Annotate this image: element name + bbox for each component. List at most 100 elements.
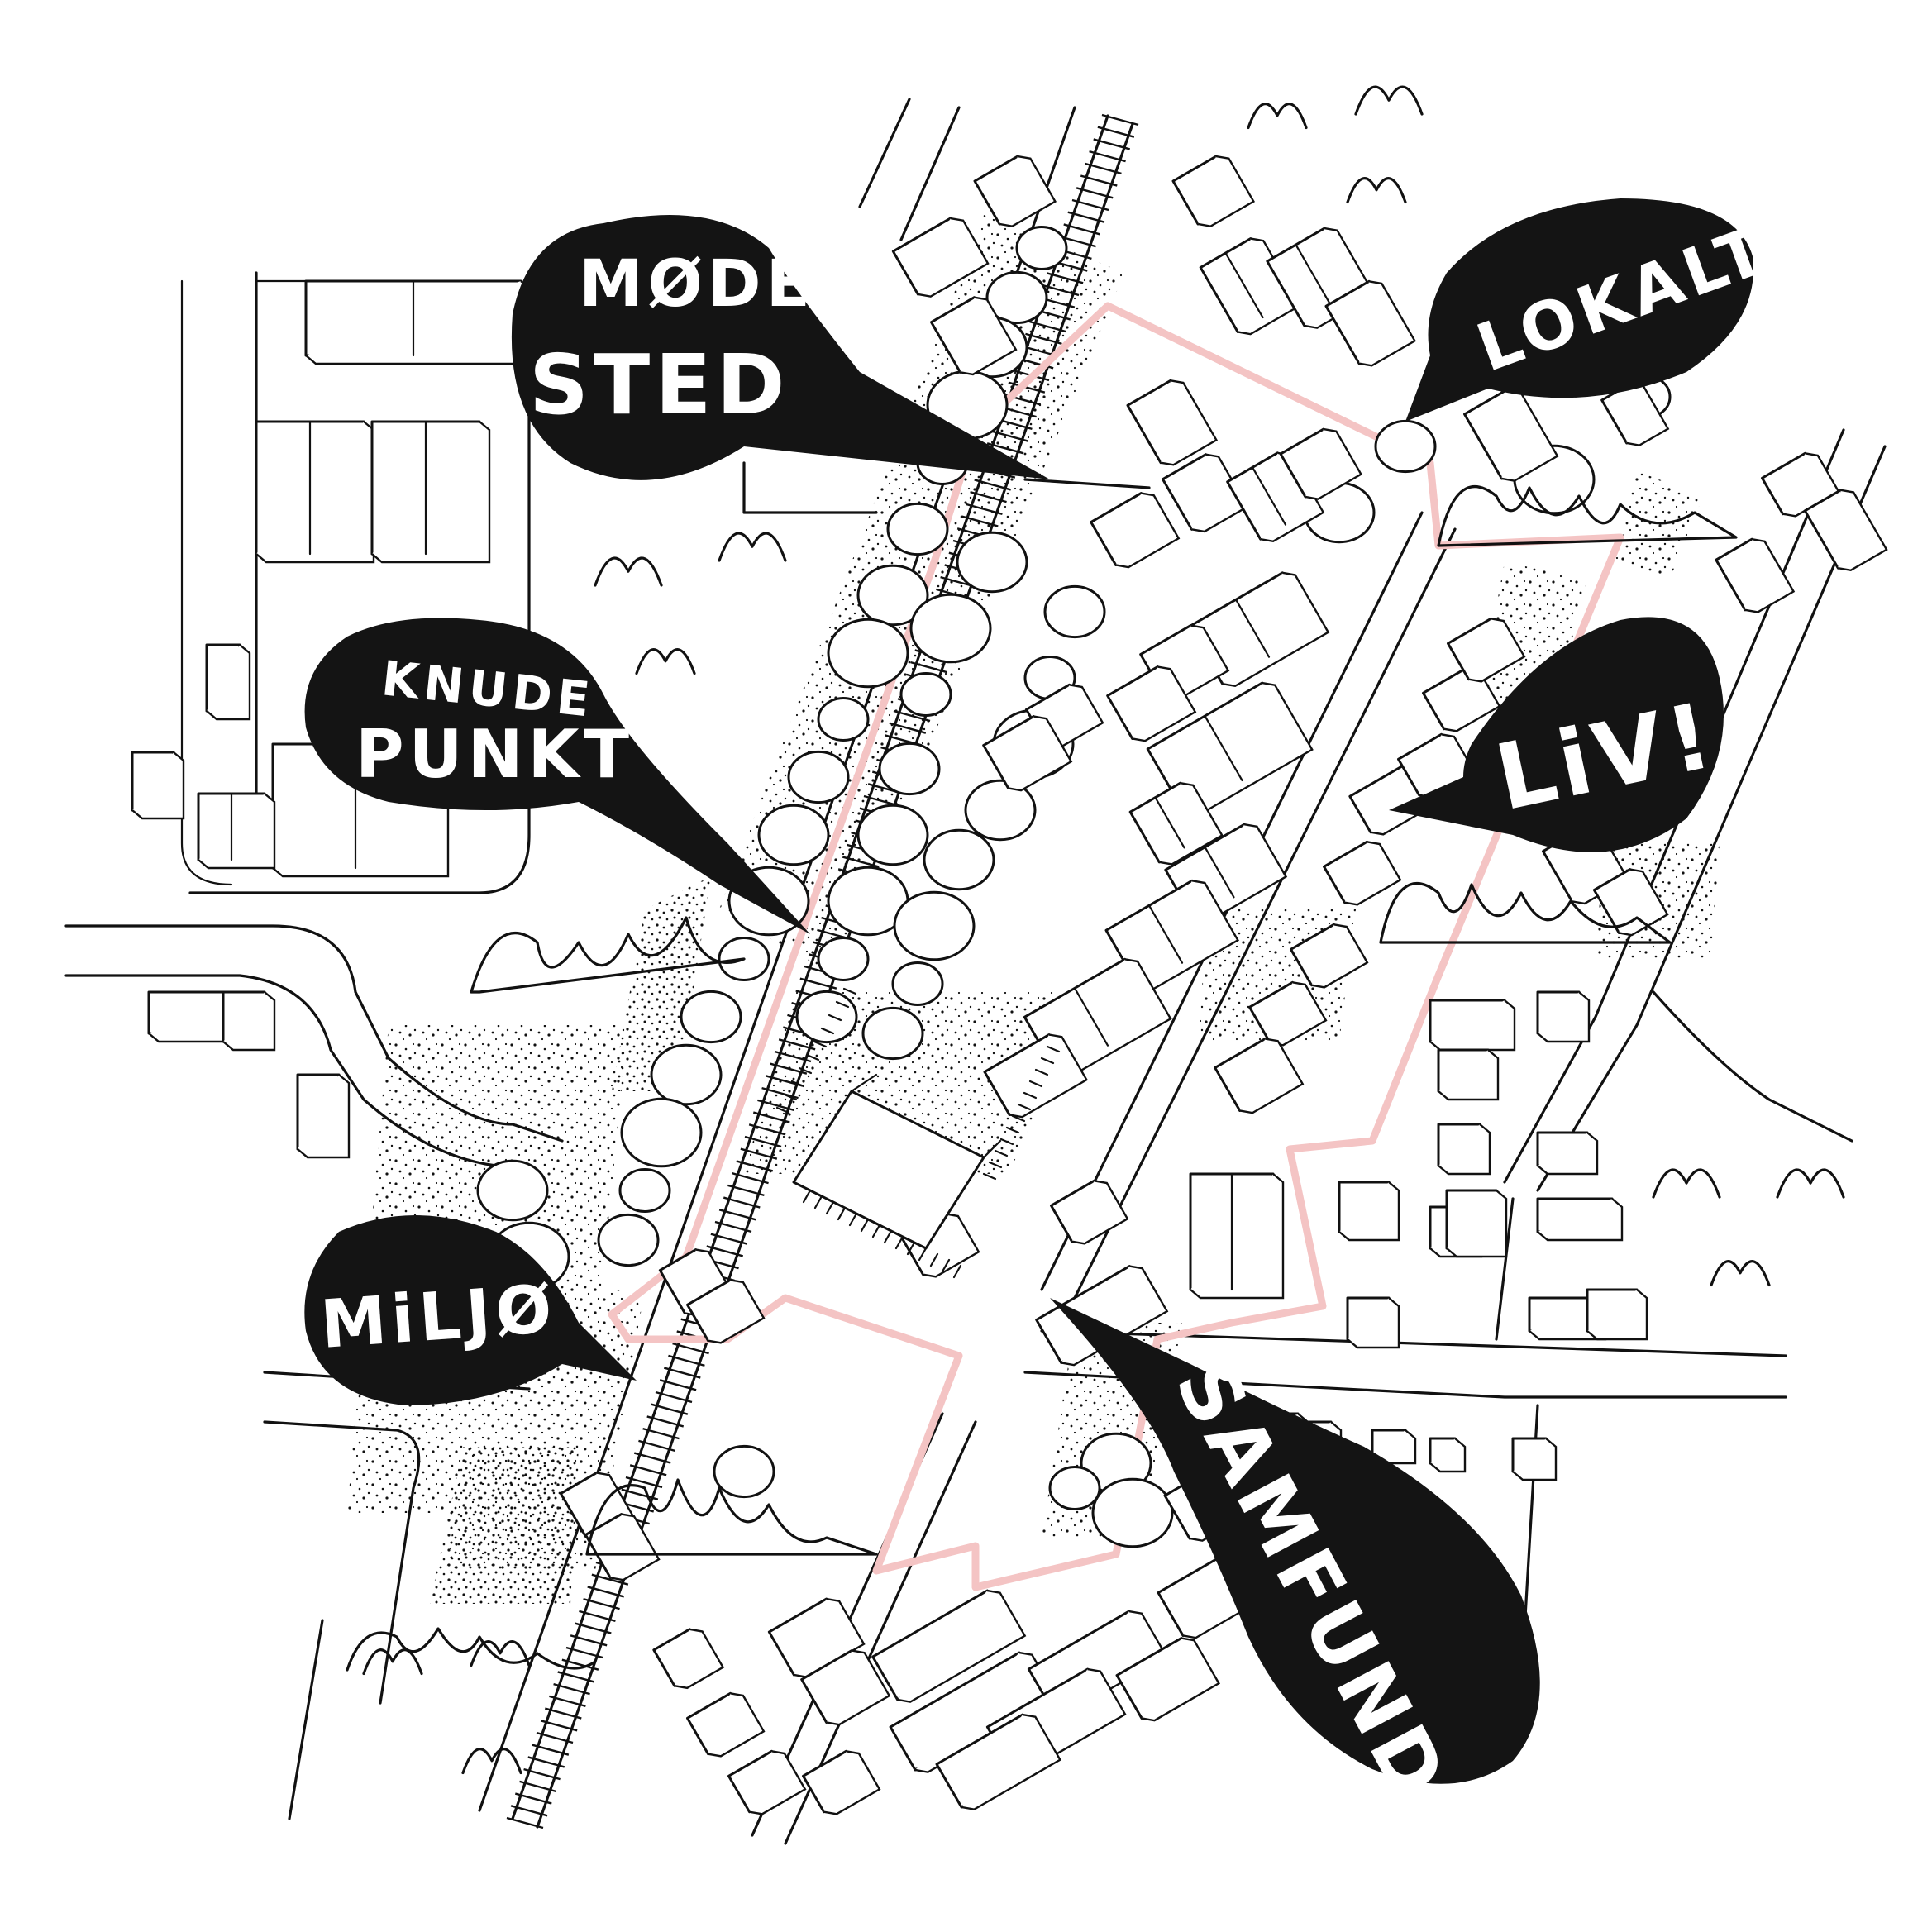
building-icon — [222, 990, 276, 1052]
building-icon — [1536, 990, 1591, 1043]
building-icon — [1445, 1189, 1508, 1258]
rail-tie — [536, 1731, 574, 1744]
building-icon — [370, 420, 491, 564]
tree-icon — [787, 750, 850, 804]
bubble-knudepunkt-line2: PUNKT — [355, 716, 634, 793]
rail-tie — [1008, 381, 1046, 394]
building-icon — [1324, 279, 1417, 367]
rail-tie — [510, 1805, 548, 1817]
rail-tie — [1025, 332, 1062, 346]
building-icon — [1586, 1288, 1648, 1341]
rail-tie — [714, 1220, 752, 1233]
bubble-lokalt: LOKALT — [1405, 198, 1780, 422]
tree-icon — [856, 804, 929, 866]
building-icon — [802, 1749, 881, 1815]
building-icon — [255, 420, 375, 564]
tree-icon — [923, 828, 995, 891]
tree-icon — [909, 593, 992, 664]
rail-tie — [1029, 320, 1066, 333]
tree-icon — [878, 742, 941, 796]
building-icon — [1115, 1637, 1221, 1722]
tree-icon — [1015, 226, 1068, 270]
rail-tie — [706, 1245, 744, 1257]
bird-flock — [362, 85, 1845, 1775]
building-icon — [197, 792, 276, 870]
building-icon — [1290, 923, 1369, 989]
tree-icon — [1374, 419, 1437, 474]
building-icon — [901, 1212, 980, 1278]
rail-tie — [910, 661, 947, 674]
rail-tie — [1093, 138, 1131, 150]
rail-tie — [591, 1573, 629, 1586]
rail-tie — [1067, 211, 1105, 223]
supermarket-block — [775, 987, 1061, 1279]
rail-tie — [553, 1682, 590, 1696]
tree-icon — [856, 564, 929, 627]
bubble-samfund: SAMFUND! — [1050, 1298, 1540, 1853]
bird-icon — [1354, 85, 1424, 116]
rail-tie — [974, 479, 1012, 491]
bird-icon — [362, 1648, 423, 1676]
tree-icon — [861, 1006, 924, 1061]
building-icon — [131, 751, 185, 820]
building-icon — [584, 1513, 661, 1581]
rail-tie — [587, 1586, 625, 1598]
rail-tie — [1046, 272, 1084, 284]
bird-icon — [718, 532, 787, 562]
building-icon — [1437, 1123, 1491, 1176]
building-icon — [1323, 840, 1402, 906]
rail-tie — [570, 1634, 608, 1647]
rail-tie — [736, 1160, 774, 1172]
building-icon — [800, 1649, 891, 1726]
bubble-modested: MØDE STED — [511, 215, 1050, 480]
tree-icon — [985, 270, 1048, 325]
building-icon — [1214, 1038, 1305, 1114]
building-icon — [1346, 1296, 1400, 1349]
rail-tie — [718, 1209, 756, 1221]
building-icon — [871, 1589, 1027, 1703]
rail-tie — [579, 1610, 616, 1623]
rail-tie — [770, 1062, 808, 1075]
rail-tie — [672, 1342, 709, 1355]
rail-tie — [761, 1086, 799, 1100]
rail-tie — [966, 503, 1003, 516]
building-icon — [1511, 1437, 1558, 1481]
tree-icon — [1043, 584, 1106, 639]
rail-tie — [629, 1464, 667, 1476]
building-icon — [930, 296, 1018, 376]
tree-icon — [620, 1097, 703, 1168]
rail-tie — [625, 1476, 663, 1489]
building-icon — [652, 1628, 725, 1690]
tree-icon — [757, 804, 830, 866]
rail-tie — [642, 1427, 680, 1440]
building-icon — [1536, 1197, 1624, 1242]
tree-icon — [891, 961, 944, 1006]
rail-tie — [544, 1707, 582, 1720]
rail-tie — [506, 1816, 544, 1829]
hedges — [346, 485, 1738, 1672]
building-icon — [1371, 1429, 1417, 1465]
rail-tie — [565, 1646, 603, 1659]
building-icon — [1279, 427, 1363, 500]
rail-tie — [778, 1038, 816, 1051]
tree-icon — [1048, 1466, 1101, 1510]
rail-tie — [748, 1123, 786, 1136]
building-icon — [727, 1749, 807, 1815]
tree-icon — [795, 990, 858, 1044]
building-icon — [982, 715, 1073, 792]
bubble-modested-line2: STED — [529, 336, 790, 433]
bubble-miljo-text: MiLJØ — [318, 1270, 560, 1363]
rail-tie — [663, 1367, 701, 1379]
building-icon — [1715, 537, 1796, 613]
rail-tie — [842, 856, 880, 868]
rail-tie — [744, 1135, 782, 1148]
bird-icon — [1346, 177, 1407, 204]
rail-tie — [557, 1671, 595, 1683]
building-blocks — [131, 155, 1888, 1815]
tree-icon — [817, 937, 870, 981]
rail-tie — [583, 1597, 620, 1610]
rail-tie — [757, 1099, 794, 1112]
rail-tie — [1101, 113, 1139, 126]
rail-tie — [659, 1379, 697, 1391]
rail-tie — [889, 722, 927, 734]
